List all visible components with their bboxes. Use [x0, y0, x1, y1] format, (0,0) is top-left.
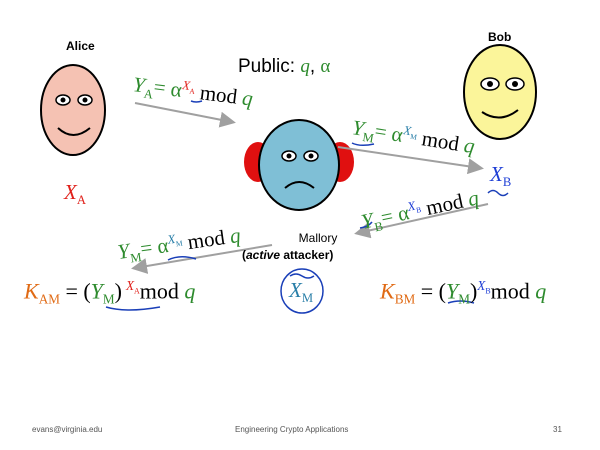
arrow-bob-to-mallory [354, 203, 489, 239]
key-close: ) [469, 278, 478, 304]
key-y-sub: M [458, 291, 470, 307]
underline-annotation [190, 100, 203, 103]
key-k-sub: BM [394, 291, 416, 307]
key-k-sub: AM [38, 291, 60, 307]
key-k: K [24, 278, 39, 304]
key-y: Y [90, 278, 103, 304]
public-sep: , [309, 56, 321, 77]
mallory-secret: XM [289, 278, 313, 306]
footer-title: Engineering Crypto Applications [235, 425, 349, 434]
underline-annotation [167, 256, 197, 261]
mallory-face-icon [244, 119, 354, 211]
arrow-alice-to-mallory [134, 102, 236, 128]
key-exp: X [125, 278, 135, 293]
alice-secret-var: X [64, 180, 77, 204]
bob-key-equation: KBM = (YM)XBmod q [380, 278, 546, 308]
key-eq: = ( [59, 278, 91, 304]
mallory-name: Mallory [298, 231, 338, 245]
msg-mod: mod [193, 79, 244, 110]
msg-eq: = α [138, 233, 170, 261]
mallory-role: (active attacker) [242, 248, 333, 262]
key-exp-sub: A [134, 286, 140, 296]
key-eq: = ( [415, 278, 446, 304]
tilde-annotation [487, 189, 509, 197]
public-params: Public: q, α [238, 56, 330, 78]
public-alpha: α [320, 56, 331, 77]
alice-face-icon [40, 64, 106, 156]
key-close: ) [114, 278, 122, 304]
bob-name: Bob [488, 30, 512, 44]
key-exp-sub: B [485, 286, 491, 296]
tilde-annotation [289, 273, 315, 279]
alice-name: Alice [66, 39, 95, 53]
bob-secret: XB [490, 162, 511, 190]
key-k: K [380, 278, 395, 304]
mallory-secret-sub: M [301, 291, 314, 306]
arrow-mallory-to-bob [337, 146, 484, 175]
msg-eq: = α [152, 74, 184, 102]
public-q: q [300, 56, 310, 77]
underline-annotation [351, 142, 375, 147]
key-y-sub: M [102, 291, 115, 307]
mallory-role-open: ( [242, 248, 246, 262]
key-y: Y [445, 278, 459, 304]
bob-secret-var: X [490, 162, 503, 186]
public-label: Public: [238, 56, 301, 77]
alice-secret: XA [64, 180, 86, 208]
bob-secret-sub: B [502, 175, 512, 190]
circle-annotation [280, 268, 324, 314]
key-exp: X [477, 278, 486, 293]
page-number: 31 [553, 425, 562, 434]
underline-annotation [359, 221, 373, 229]
footer-email: evans@virginia.edu [32, 425, 103, 434]
alice-key-equation: KAM = (YM)XAmod q [24, 278, 195, 308]
underline-annotation [105, 306, 161, 311]
key-mod: mod [139, 278, 185, 304]
mallory-role-active: active [246, 248, 281, 262]
msg-eq: = α [373, 118, 405, 147]
msg-mod: mod [180, 224, 232, 255]
key-q: q [184, 278, 196, 304]
key-q: q [535, 278, 547, 304]
arrow-mallory-to-alice [131, 244, 273, 274]
mallory-secret-var: X [289, 278, 302, 302]
key-mod: mod [490, 278, 536, 304]
mallory-role-rest: attacker) [280, 248, 334, 262]
alice-secret-sub: A [76, 193, 86, 208]
underline-annotation [447, 300, 475, 304]
bob-face-icon [463, 44, 537, 140]
